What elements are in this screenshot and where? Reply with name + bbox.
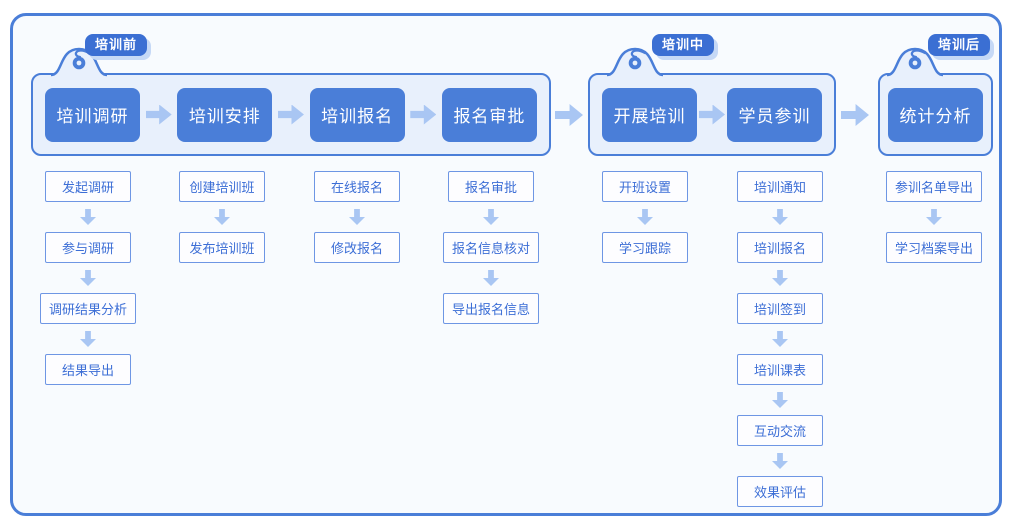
phase-group: 培训中开展培训学员参训: [588, 34, 836, 156]
sub-step-node: 导出报名信息: [442, 293, 539, 324]
phase-badge: 培训中: [652, 34, 715, 56]
main-step-node: 培训调研: [45, 87, 140, 142]
flow-arrow-down-icon: [80, 209, 96, 225]
sub-step-node: 报名信息核对: [442, 232, 539, 263]
flow-arrow-down-icon: [926, 209, 942, 225]
phase-arrow-right-icon: [841, 104, 869, 126]
flow-arrow-right-icon: [699, 104, 725, 125]
sub-step-node: 效果评估: [737, 476, 823, 507]
sub-step-node: 修改报名: [314, 232, 400, 263]
sub-step-node: 发布培训班: [179, 232, 265, 263]
substep-column: 创建培训班发布培训班: [147, 171, 297, 263]
flow-arrow-down-icon: [772, 209, 788, 225]
balloon-knot-icon: [885, 35, 945, 79]
main-step-node: 培训安排: [177, 87, 273, 142]
sub-step-node: 开班设置: [602, 171, 688, 202]
sub-step-node: 调研结果分析: [39, 293, 136, 324]
flow-arrow-right-icon: [410, 104, 437, 125]
substep-column: 培训通知培训报名培训签到培训课表互动交流效果评估: [705, 171, 855, 507]
substep-column: 发起调研参与调研调研结果分析结果导出: [13, 171, 163, 385]
main-step-node: 统计分析: [888, 87, 983, 142]
flow-arrow-right-icon: [145, 104, 172, 125]
phase-group: 培训前培训调研培训安排培训报名报名审批: [31, 34, 551, 156]
sub-step-node: 发起调研: [45, 171, 131, 202]
flow-arrow-down-icon: [772, 270, 788, 286]
main-step-node: 报名审批: [441, 87, 537, 142]
substep-column: 参训名单导出学习档案导出: [859, 171, 1009, 263]
flowchart-frame: 培训前培训调研培训安排培训报名报名审批培训中开展培训学员参训培训后统计分析发起调…: [10, 13, 1002, 516]
sub-step-node: 培训通知: [737, 171, 823, 202]
phase-badge: 培训前: [85, 34, 148, 56]
phase-arrow-right-icon: [555, 104, 583, 126]
substep-column: 报名审批报名信息核对导出报名信息: [416, 171, 566, 324]
main-step-node: 开展培训: [602, 87, 697, 142]
flow-arrow-down-icon: [772, 453, 788, 469]
balloon-knot-icon: [605, 35, 665, 79]
sub-step-node: 参训名单导出: [885, 171, 982, 202]
flow-arrow-down-icon: [214, 209, 230, 225]
flow-arrow-down-icon: [483, 270, 499, 286]
sub-step-node: 学习档案导出: [885, 232, 982, 263]
sub-step-node: 在线报名: [314, 171, 400, 202]
sub-step-node: 培训课表: [737, 354, 823, 385]
sub-step-node: 参与调研: [45, 232, 131, 263]
phase-badge: 培训后: [928, 34, 991, 56]
flow-arrow-down-icon: [349, 209, 365, 225]
flow-arrow-down-icon: [483, 209, 499, 225]
flow-arrow-right-icon: [277, 104, 304, 125]
sub-step-node: 互动交流: [737, 415, 823, 446]
flow-arrow-down-icon: [637, 209, 653, 225]
balloon-knot-icon: [49, 35, 109, 79]
substep-column: 开班设置学习跟踪: [570, 171, 720, 263]
flow-arrow-down-icon: [772, 392, 788, 408]
sub-step-node: 学习跟踪: [602, 232, 688, 263]
flow-arrow-down-icon: [80, 270, 96, 286]
sub-step-node: 报名审批: [448, 171, 534, 202]
sub-step-node: 创建培训班: [179, 171, 265, 202]
flow-arrow-down-icon: [80, 331, 96, 347]
substep-column: 在线报名修改报名: [282, 171, 432, 263]
main-step-node: 学员参训: [727, 87, 822, 142]
sub-step-node: 培训签到: [737, 293, 823, 324]
sub-step-node: 培训报名: [737, 232, 823, 263]
phase-group: 培训后统计分析: [878, 34, 993, 156]
main-step-node: 培训报名: [309, 87, 405, 142]
flow-arrow-down-icon: [772, 331, 788, 347]
sub-step-node: 结果导出: [45, 354, 131, 385]
